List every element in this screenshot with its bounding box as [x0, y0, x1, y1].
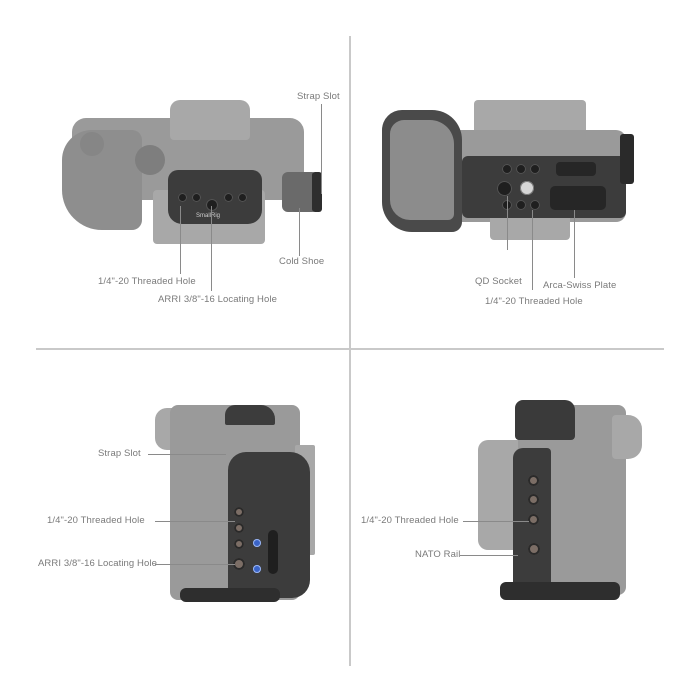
mounting-screw: [520, 181, 534, 195]
strap-slot: [268, 530, 278, 574]
threaded-hole: [530, 200, 540, 210]
cage-top-handle: [225, 405, 275, 425]
quadrant-right-side-view: Strap Slot 1/4"-20 Threaded Hole ARRI 3/…: [0, 350, 350, 700]
cage-base: [180, 588, 280, 602]
arri-locating-hole: [206, 199, 218, 211]
threaded-hole: [178, 193, 187, 202]
strap-bracket: [620, 134, 634, 184]
threaded-hole: [238, 193, 247, 202]
cold-shoe-top: [515, 400, 575, 440]
threaded-hole: [530, 164, 540, 174]
eyecup: [612, 415, 642, 459]
leader-line: [211, 206, 212, 291]
threaded-hole: [528, 494, 539, 505]
quadrant-left-side-view: 1/4"-20 Threaded Hole NATO Rail: [350, 350, 700, 700]
threaded-hole: [224, 193, 233, 202]
label-threaded-hole: 1/4"-20 Threaded Hole: [485, 296, 583, 307]
divider-vertical: [349, 36, 351, 666]
leader-line: [299, 208, 300, 256]
label-nato-rail: NATO Rail: [415, 549, 461, 560]
threaded-hole: [234, 539, 244, 549]
battery-door: [390, 120, 454, 220]
arca-slot: [556, 162, 596, 176]
label-threaded-hole: 1/4"-20 Threaded Hole: [98, 276, 196, 287]
leader-line: [155, 521, 235, 522]
leader-line: [574, 210, 575, 278]
quadrant-bottom-view: QD Socket 1/4"-20 Threaded Hole Arca-Swi…: [350, 0, 700, 350]
leader-line: [532, 210, 533, 290]
nato-rail-base: [500, 582, 620, 600]
threaded-hole: [234, 507, 244, 517]
threaded-hole: [192, 193, 201, 202]
leader-line: [321, 104, 322, 194]
strap-slot-bracket: [312, 172, 322, 212]
threaded-hole: [528, 543, 540, 555]
label-arca-swiss-plate: Arca-Swiss Plate: [543, 280, 617, 291]
dial-left: [80, 132, 104, 156]
label-cold-shoe: Cold Shoe: [279, 256, 325, 267]
threaded-hole: [234, 523, 244, 533]
label-qd-socket: QD Socket: [475, 276, 522, 287]
viewfinder: [170, 100, 250, 140]
quadrant-top-view: SmallRig Strap Slot Cold Shoe 1/4"-20 Th…: [0, 0, 350, 350]
leader-line: [460, 555, 518, 556]
blue-screw: [253, 565, 261, 573]
brand-logo: SmallRig: [196, 213, 221, 219]
label-arri-locating-hole: ARRI 3/8"-16 Locating Hole: [38, 558, 157, 569]
leader-line: [155, 564, 235, 565]
divider-horizontal: [36, 348, 664, 350]
leader-line: [180, 206, 181, 274]
qd-socket: [497, 181, 512, 196]
leader-line: [463, 521, 529, 522]
blue-screw: [253, 539, 261, 547]
leader-line: [507, 196, 508, 250]
leader-line: [148, 454, 226, 455]
label-threaded-hole: 1/4"-20 Threaded Hole: [361, 515, 459, 526]
threaded-hole: [502, 164, 512, 174]
arca-slot: [550, 186, 606, 210]
label-arri-locating-hole: ARRI 3/8"-16 Locating Hole: [158, 294, 277, 305]
threaded-hole: [516, 164, 526, 174]
threaded-hole: [528, 475, 539, 486]
label-strap-slot: Strap Slot: [297, 91, 340, 102]
threaded-hole: [528, 514, 539, 525]
label-strap-slot: Strap Slot: [98, 448, 141, 459]
label-threaded-hole: 1/4"-20 Threaded Hole: [47, 515, 145, 526]
mode-dial: [135, 145, 165, 175]
arri-locating-hole: [233, 558, 245, 570]
threaded-hole: [516, 200, 526, 210]
